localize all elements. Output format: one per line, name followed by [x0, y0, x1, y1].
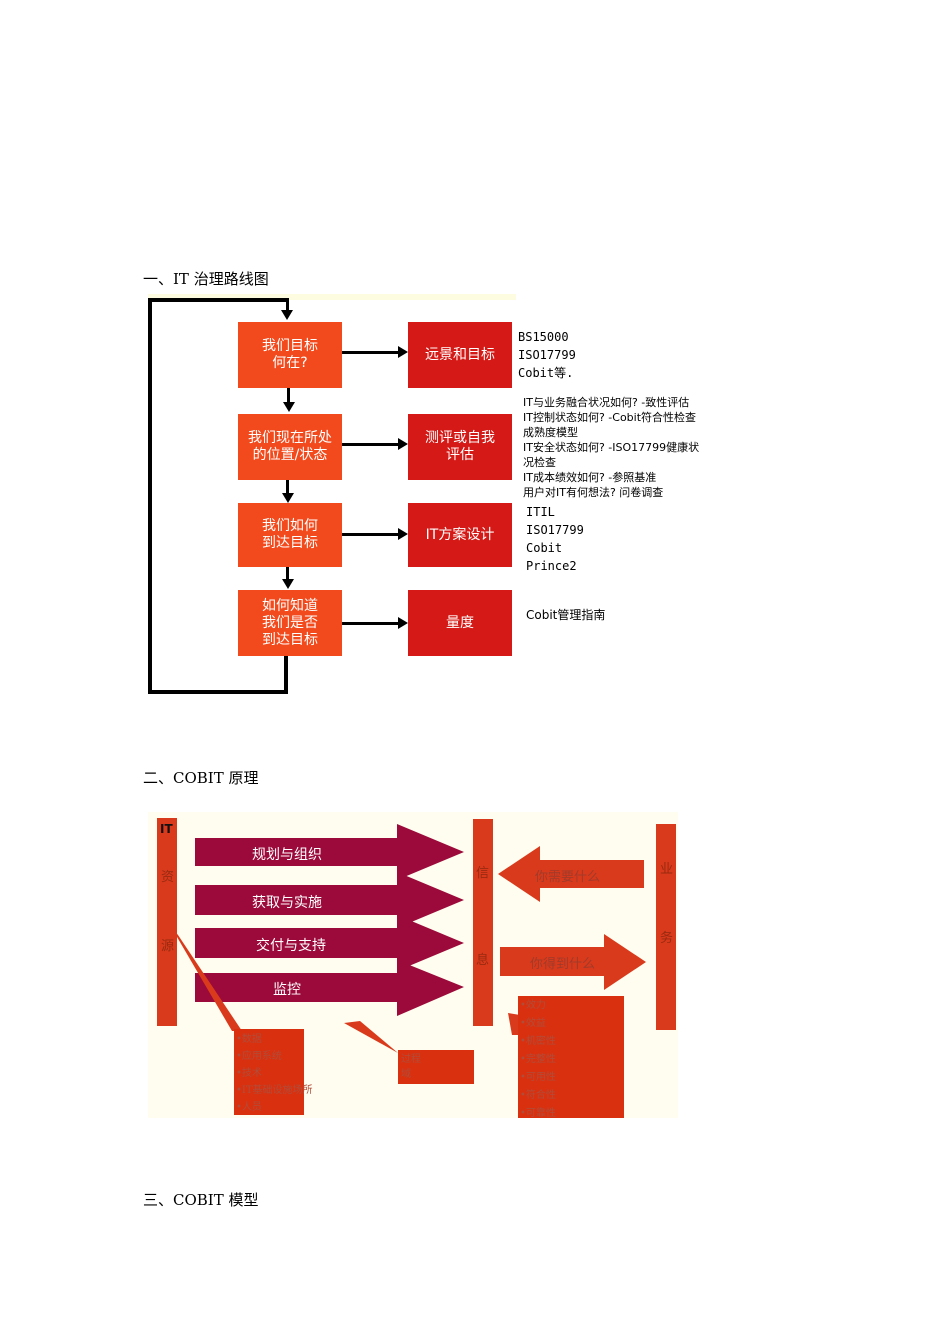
- need-arrow: [498, 846, 644, 902]
- arrow-right-icon: [398, 528, 408, 540]
- it-resources-char: IT: [160, 822, 173, 836]
- need-label: 你需要什么: [535, 870, 601, 885]
- criteria-item: •效力: [520, 1000, 546, 1011]
- get-arrow: [500, 934, 646, 990]
- callout-wedges: [170, 925, 520, 1053]
- down-connector-3: [286, 567, 289, 579]
- arrow-down-icon: [281, 310, 293, 320]
- criteria-item: •机密性: [520, 1036, 556, 1047]
- criteria-item: •效益: [520, 1018, 546, 1029]
- business-column: [656, 824, 676, 1030]
- resource-item: •技术: [236, 1068, 262, 1079]
- assessment-line: IT安全状态如何? -ISO17799健康状: [523, 441, 700, 454]
- assessment-line: IT成本绩效如何? -参照基准: [523, 471, 657, 484]
- arrow-down-icon: [282, 579, 294, 589]
- resource-item: •应用系统: [236, 1051, 282, 1062]
- it-resources-column: [157, 818, 177, 1026]
- connector-3: [342, 533, 400, 536]
- resources-list-box: •数据 •应用系统 •技术 •IT基础设施场所 •人员: [234, 1029, 313, 1115]
- process-arrow-2: [195, 872, 464, 928]
- process-label: 监控: [273, 982, 301, 998]
- feedback-loop-line: [148, 298, 288, 694]
- criteria-wedge: [508, 1013, 520, 1035]
- process-arrow-4: [195, 960, 464, 1016]
- resource-item: •IT基础设施场所: [236, 1085, 313, 1096]
- assessment-notes: IT与业务融合状况如何? -致性评估 IT控制状态如何? -Cobit符合性检查…: [523, 395, 743, 500]
- section1-heading: 一、IT 治理路线图: [143, 270, 269, 288]
- arrow-right-icon: [398, 438, 408, 450]
- resource-item: •人员: [236, 1102, 262, 1113]
- section2-heading: 二、COBIT 原理: [143, 769, 259, 787]
- question-box-3: 我们如何 到达目标: [238, 503, 342, 567]
- loop-entry-segment: [286, 298, 289, 310]
- information-char: 息: [476, 953, 490, 968]
- action-box-2: 测评或自我 评估: [408, 414, 512, 480]
- process-domain-box: 过程 域: [398, 1050, 474, 1084]
- resources-wedge: [170, 925, 242, 1031]
- action-box-4: 量度: [408, 590, 512, 656]
- standards-note-1: BS15000 ISO17799 Cobit等.: [518, 330, 576, 380]
- get-label: 你得到什么: [530, 957, 596, 972]
- criteria-item: •可用性: [520, 1072, 556, 1083]
- process-box-line: 域: [401, 1069, 411, 1080]
- process-label: 交付与支持: [256, 938, 326, 954]
- section3-heading: 三、COBIT 模型: [143, 1191, 259, 1209]
- criteria-item: •可靠性: [520, 1108, 556, 1119]
- assessment-line: IT控制状态如何? -Cobit符合性检查: [523, 411, 697, 424]
- process-arrow-1: [195, 824, 464, 880]
- arrow-down-icon: [283, 402, 295, 412]
- process-wedge: [344, 1021, 398, 1053]
- arrow-right-icon: [398, 346, 408, 358]
- question-box-4: 如何知道 我们是否 到达目标: [238, 590, 342, 656]
- criteria-item: •符合性: [520, 1090, 556, 1101]
- assessment-line: 成熟度模型: [523, 426, 578, 439]
- yellow-band: [148, 294, 516, 300]
- process-arrow-3: [195, 915, 464, 971]
- process-box-line: 过程: [401, 1054, 421, 1065]
- information-char: 信: [476, 866, 490, 881]
- process-label: 规划与组织: [252, 847, 322, 863]
- it-resources-char: 资: [161, 870, 175, 885]
- need-get-arrows: [498, 846, 646, 990]
- connector-2: [342, 443, 400, 446]
- information-column: [473, 819, 493, 1026]
- connector-1: [342, 351, 400, 354]
- assessment-line: IT与业务融合状况如何? -致性评估: [523, 396, 690, 409]
- standards-note-3: ITIL ISO17799 Cobit Prince2: [526, 505, 584, 573]
- arrow-down-icon: [282, 493, 294, 503]
- criteria-item: •完整性: [520, 1054, 556, 1065]
- question-box-2: 我们现在所处 的位置/状态: [238, 414, 342, 480]
- process-arrows: [195, 824, 464, 1016]
- business-char: 务: [660, 931, 674, 946]
- connector-4: [342, 622, 400, 625]
- loop-return-segment: [284, 656, 288, 694]
- it-resources-char: 源: [161, 939, 175, 954]
- business-char: 业: [660, 862, 674, 877]
- criteria-list-box: •效力 •效益 •机密性 •完整性 •可用性 •符合性 •可靠性: [518, 996, 624, 1119]
- assessment-line: 况检查: [523, 456, 556, 469]
- standards-note-4: Cobit管理指南: [526, 608, 606, 622]
- action-box-3: IT方案设计: [408, 503, 512, 567]
- resource-item: •数据: [236, 1034, 262, 1045]
- action-box-1: 远景和目标: [408, 322, 512, 388]
- assessment-line: 用户对IT有何想法? 问卷调查: [523, 486, 664, 499]
- down-connector-1: [287, 388, 290, 402]
- question-box-1: 我们目标 何在?: [238, 322, 342, 388]
- process-label: 获取与实施: [252, 895, 322, 911]
- down-connector-2: [286, 480, 289, 493]
- arrow-right-icon: [398, 617, 408, 629]
